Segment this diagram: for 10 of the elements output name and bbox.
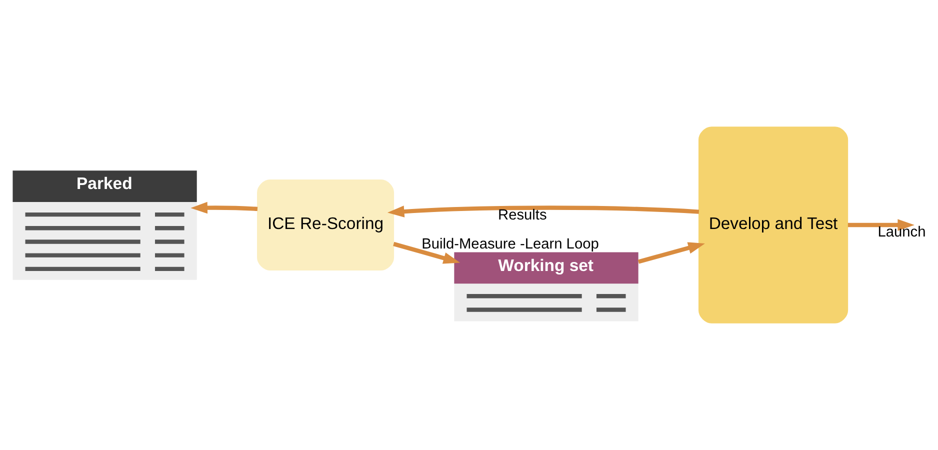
edge-label: Launch: [878, 224, 926, 241]
edge-label: Build-Measure -Learn Loop: [422, 236, 599, 253]
node-box: Develop and Test: [698, 126, 848, 324]
arrow: [190, 202, 258, 214]
edge-label: Results: [498, 207, 547, 224]
node-box: ICE Re-Scoring: [257, 180, 394, 270]
arrow: [393, 242, 460, 264]
arrow: [387, 206, 700, 218]
arrow: [848, 219, 914, 231]
arrow: [638, 242, 705, 264]
